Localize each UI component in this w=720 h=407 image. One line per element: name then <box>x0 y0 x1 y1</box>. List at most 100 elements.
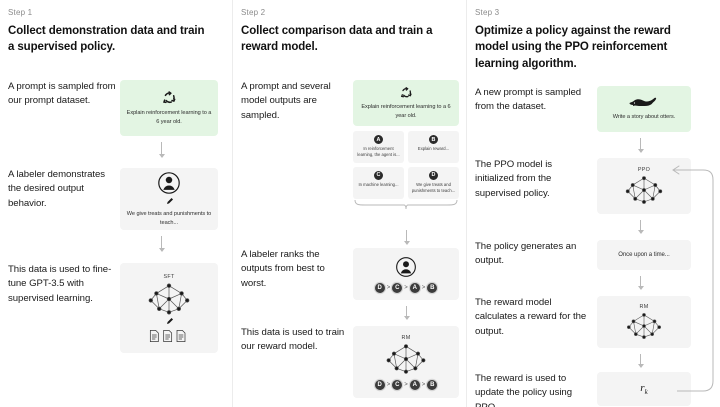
step2-row-ranking: A labeler ranks the outputs from best to… <box>241 248 459 300</box>
option-badge-a: A <box>374 135 383 144</box>
rank-sep-3: > <box>421 284 426 291</box>
step2-arrow-1 <box>403 230 410 245</box>
option-text-a: In reinforcement learning, the agent is.… <box>357 146 400 157</box>
step-label-3: Step 3 <box>475 8 500 17</box>
step3-row-output: The policy generates an output. Once upo… <box>475 240 691 270</box>
option-badge-b: B <box>429 135 438 144</box>
option-badge-c: C <box>374 170 383 180</box>
step-title-1: Collect demonstration data and train a s… <box>8 25 205 54</box>
rank-badge-2: C <box>392 282 403 293</box>
reward-formula: rk <box>640 382 647 396</box>
feedback-loop-arrow <box>663 158 719 398</box>
step2-ranking-box: D > C > A > B <box>353 248 459 300</box>
rm-rank-sep-2: > <box>404 381 408 388</box>
step1-arrow-1 <box>158 142 165 158</box>
step3-caption-output: The policy generates an output. <box>475 241 577 267</box>
option-text-b: Explain reward... <box>417 146 450 151</box>
documents-icon <box>149 329 189 343</box>
step1-sft-box: SFT <box>120 263 218 353</box>
step3-arrow-4 <box>637 354 644 368</box>
neural-network-icon <box>625 175 663 205</box>
step2-model-tag: RM <box>401 334 411 341</box>
pencil-icon <box>165 197 174 206</box>
step2-arrow-2 <box>403 306 410 320</box>
step1-labeler-box: We give treats and punishments to teach.… <box>120 168 218 230</box>
pencil-icon <box>165 317 174 326</box>
step3-arrow-3 <box>637 276 644 290</box>
step2-row-prompt: A prompt and several model outputs are s… <box>241 80 459 211</box>
step1-row-prompt: A prompt is sampled from our prompt data… <box>8 80 218 136</box>
step2-row-rm: This data is used to train our reward mo… <box>241 326 459 398</box>
step3-caption-ppo: The PPO model is initialized from the su… <box>475 159 553 199</box>
step1-caption-prompt: A prompt is sampled from our prompt data… <box>8 81 116 107</box>
formula-symbol: r <box>640 381 645 394</box>
rank-badge-4: B <box>427 282 438 293</box>
rm-rank-sep-1: > <box>386 381 391 388</box>
step1-row-labeler: A labeler demonstrates the desired outpu… <box>8 168 218 230</box>
step1-arrow-2 <box>158 236 165 252</box>
rm-rank-badge-2: C <box>392 379 403 390</box>
step2-option-a[interactable]: A In reinforcement learning, the agent i… <box>353 131 404 163</box>
step3-row-prompt: A new prompt is sampled from the dataset… <box>475 86 691 132</box>
rm-rank-badge-3: A <box>409 379 420 390</box>
step2-rank-row: D > C > A > B <box>374 282 438 293</box>
step2-option-d[interactable]: D We give treats and punishments to teac… <box>408 166 459 199</box>
option-text-d: We give treats and punishments to teach.… <box>411 181 456 193</box>
step3-rm-box: RM <box>597 296 691 348</box>
step3-row-ppo: The PPO model is initialized from the su… <box>475 158 691 214</box>
rm-rank-badge-1: D <box>374 379 385 390</box>
step3-rm-tag: RM <box>639 304 649 310</box>
neural-network-icon <box>148 282 190 316</box>
column-step-3: Step 3 Optimize a policy against the rew… <box>466 0 720 407</box>
person-icon <box>157 171 181 195</box>
step3-row-reward: The reward is used to update the policy … <box>475 372 691 407</box>
step1-caption-sft: This data is used to fine-tune GPT-3.5 w… <box>8 264 112 304</box>
step3-caption-rm: The reward model calculates a reward for… <box>475 297 587 337</box>
step2-prompt-box: Explain reinforcement learning to a 6 ye… <box>353 80 459 126</box>
step3-output-box: Once upon a time... <box>597 240 691 270</box>
column-step-1: Step 1 Collect demonstration data and tr… <box>0 0 232 407</box>
step3-arrow-1 <box>637 138 644 153</box>
step2-rm-box: RM D <box>353 326 459 398</box>
step1-caption-labeler: A labeler demonstrates the desired outpu… <box>8 169 106 209</box>
option-badge-d: D <box>429 170 438 180</box>
step3-caption-reward: The reward is used to update the policy … <box>475 373 572 407</box>
step3-prompt-box: Write a story about otters. <box>597 86 691 132</box>
step3-row-rm: The reward model calculates a reward for… <box>475 296 691 348</box>
rm-rank-badge-4: B <box>427 379 438 390</box>
rank-badge-3: A <box>409 282 420 293</box>
step1-prompt-box: Explain reinforcement learning to a 6 ye… <box>120 80 218 136</box>
step-label-2: Step 2 <box>241 8 266 17</box>
step3-output-text: Once upon a time... <box>618 251 670 258</box>
otter-icon <box>629 96 659 109</box>
step2-prompt-text: Explain reinforcement learning to a 6 ye… <box>361 104 451 119</box>
neural-network-icon <box>626 312 662 340</box>
step2-rm-rank-row: D > C > A > B <box>374 379 438 390</box>
column-step-2: Step 2 Collect comparison data and train… <box>232 0 466 407</box>
rank-sep-2: > <box>404 284 408 291</box>
step2-caption-prompt: A prompt and several model outputs are s… <box>241 81 331 121</box>
rank-sep-1: > <box>386 284 391 291</box>
step3-prompt-text: Write a story about otters. <box>612 114 676 121</box>
step2-option-c[interactable]: C In machine learning... <box>353 166 404 199</box>
step-title-2: Collect comparison data and train a rewa… <box>241 25 433 54</box>
step2-option-b[interactable]: B Explain reward... <box>408 131 459 163</box>
brace-icon <box>353 199 459 211</box>
step3-ppo-tag: PPO <box>637 167 651 173</box>
step2-option-grid: A In reinforcement learning, the agent i… <box>353 131 459 199</box>
neural-network-icon <box>386 343 426 375</box>
option-text-c: In machine learning... <box>358 181 399 187</box>
step1-row-sft: This data is used to fine-tune GPT-3.5 w… <box>8 263 218 353</box>
step-label-1: Step 1 <box>8 8 33 17</box>
formula-subscript: k <box>644 388 648 397</box>
step3-ppo-box: PPO <box>597 158 691 214</box>
rank-badge-1: D <box>374 282 385 293</box>
person-icon <box>395 256 417 278</box>
step3-formula-box: rk <box>597 372 691 406</box>
step1-prompt-text: Explain reinforcement learning to a 6 ye… <box>126 110 212 125</box>
step-title-3: Optimize a policy against the reward mod… <box>475 25 671 70</box>
recycle-arrows-icon <box>400 86 413 99</box>
step1-model-tag: SFT <box>163 273 175 280</box>
recycle-arrows-icon <box>162 90 177 105</box>
